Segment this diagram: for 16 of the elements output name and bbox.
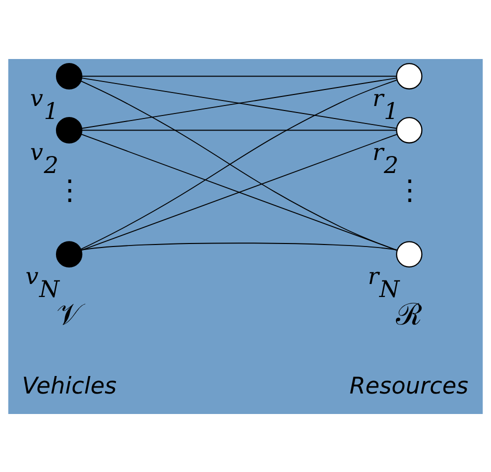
connector (80, 242, 398, 250)
connector (81, 75, 397, 76)
label: Resources (349, 372, 468, 399)
label: Vehicles (22, 372, 117, 399)
label: ⋮ (396, 172, 424, 206)
node-circle (396, 116, 422, 143)
connector (80, 133, 398, 250)
node-circle (396, 62, 422, 89)
node-circle (56, 62, 82, 89)
connector (81, 129, 397, 130)
label: ⋮ (56, 172, 84, 206)
node-circle (396, 240, 422, 268)
node-circle (56, 240, 82, 268)
node-circle (56, 116, 82, 143)
connector (81, 77, 397, 128)
label: ℛ (396, 297, 422, 332)
